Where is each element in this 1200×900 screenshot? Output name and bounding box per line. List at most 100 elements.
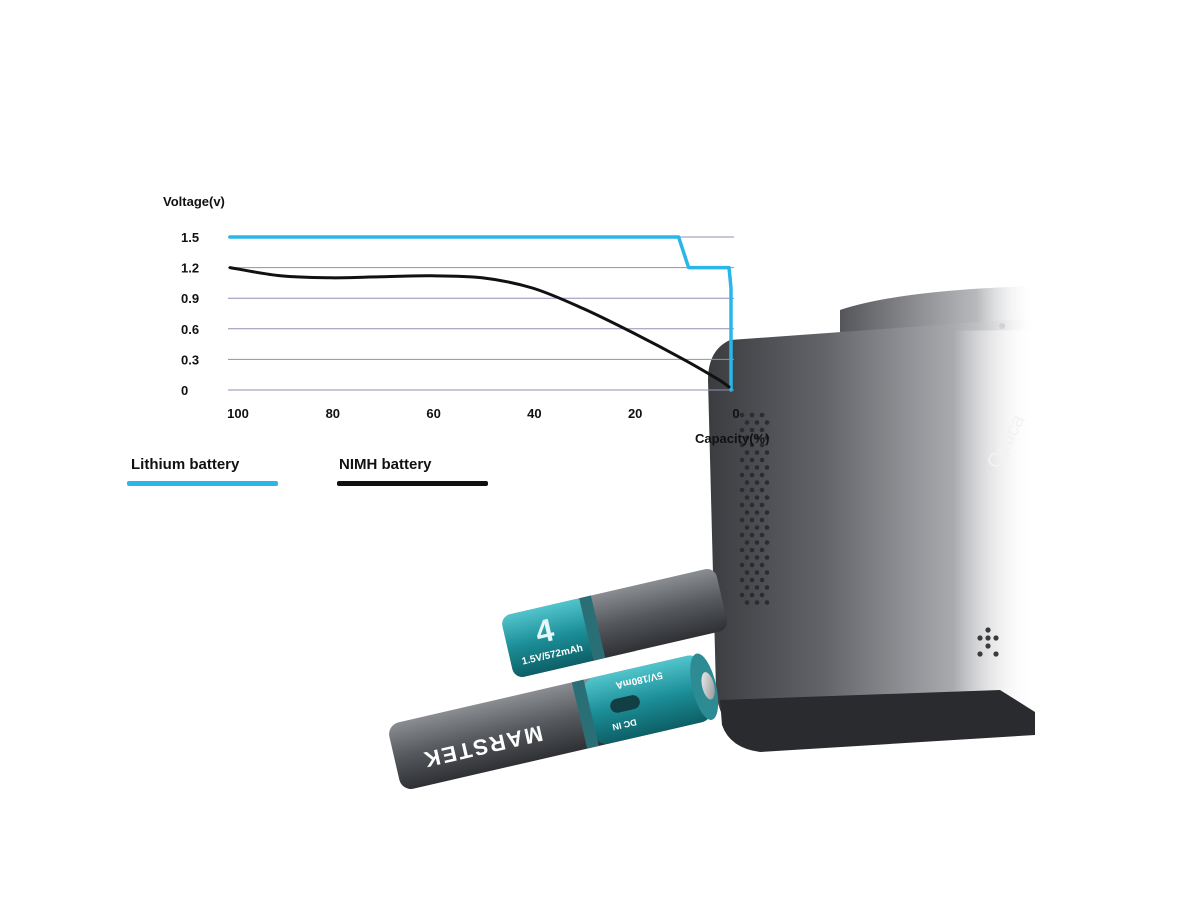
speaker-hole xyxy=(744,570,750,575)
speaker-hole xyxy=(754,480,760,485)
legend-nimh-swatch xyxy=(337,481,488,486)
x-tick-label: 60 xyxy=(426,406,440,421)
speaker-hole xyxy=(744,540,750,545)
legend-nimh-label: NIMH battery xyxy=(339,456,432,473)
speaker-hole xyxy=(744,600,750,605)
speaker-hole xyxy=(754,450,760,455)
x-tick-label: 40 xyxy=(527,406,541,421)
speaker-hole xyxy=(764,600,770,605)
speaker-hole xyxy=(744,450,750,455)
speaker-hole xyxy=(749,592,755,598)
y-tick-label: 0 xyxy=(181,383,188,398)
speaker-hole xyxy=(764,585,770,590)
speaker-hole xyxy=(739,517,745,523)
speaker-hole xyxy=(759,547,765,553)
speaker-hole xyxy=(739,592,745,598)
speaker-hole xyxy=(754,570,760,575)
speaker-hole xyxy=(739,427,745,433)
speaker-hole xyxy=(764,555,770,560)
speaker-hole xyxy=(739,532,745,538)
chart-gridlines xyxy=(228,236,734,391)
speaker-hole xyxy=(759,427,765,433)
speaker-hole xyxy=(749,442,755,448)
speaker-hole xyxy=(764,495,770,500)
speaker-hole xyxy=(744,510,750,515)
speaker-hole xyxy=(739,502,745,508)
series-line-nimh xyxy=(228,266,731,389)
mic-hole xyxy=(985,635,991,641)
speaker-hole xyxy=(739,562,745,568)
speaker-hole xyxy=(744,435,750,440)
y-tick-label: 1.5 xyxy=(181,230,199,245)
series-line-lithium xyxy=(228,235,733,392)
speaker-hole xyxy=(754,555,760,560)
speaker-hole xyxy=(744,465,750,470)
y-tick-label: 0.6 xyxy=(181,322,199,337)
speaker-hole xyxy=(739,412,745,418)
speaker-hole xyxy=(759,442,765,448)
y-tick-label: 1.2 xyxy=(181,261,199,276)
mic-hole xyxy=(977,651,983,657)
speaker-hole xyxy=(749,427,755,433)
mic-hole xyxy=(985,643,991,649)
legend-lithium-swatch xyxy=(127,481,278,486)
speaker-hole xyxy=(744,480,750,485)
speaker-hole xyxy=(754,420,760,425)
speaker-hole xyxy=(749,487,755,493)
speaker-hole xyxy=(744,585,750,590)
speaker-hole xyxy=(739,547,745,553)
speaker-hole xyxy=(754,435,760,440)
legend-lithium-label: Lithium battery xyxy=(131,456,240,473)
speaker-hole xyxy=(764,525,770,530)
speaker-hole xyxy=(754,585,760,590)
mic-hole xyxy=(993,635,999,641)
speaker-hole xyxy=(749,472,755,478)
speaker-hole xyxy=(739,487,745,493)
x-axis-label: Capacity(%) xyxy=(695,431,769,446)
speaker-hole xyxy=(754,510,760,515)
speaker-hole xyxy=(749,562,755,568)
speaker-hole xyxy=(764,510,770,515)
mic-hole xyxy=(993,651,999,657)
speaker-hole xyxy=(764,420,770,425)
y-tick-label: 0.9 xyxy=(181,291,199,306)
speaker-hole xyxy=(759,562,765,568)
speaker-hole xyxy=(739,577,745,583)
speaker-hole xyxy=(764,435,770,440)
speaker-hole xyxy=(744,420,750,425)
speaker-hole xyxy=(764,540,770,545)
speaker-hole xyxy=(759,502,765,508)
speaker-hole xyxy=(754,525,760,530)
x-tick-label: 80 xyxy=(326,406,340,421)
speaker-hole xyxy=(759,457,765,463)
y-axis-label: Voltage(v) xyxy=(163,194,225,209)
x-tick-label: 100 xyxy=(227,406,249,421)
speaker-hole xyxy=(749,517,755,523)
speaker-hole xyxy=(759,472,765,478)
speaker-hole xyxy=(759,517,765,523)
speaker-hole xyxy=(754,495,760,500)
legend-lithium: Lithium battery xyxy=(131,456,239,473)
speaker-hole xyxy=(739,457,745,463)
speaker-hole xyxy=(764,450,770,455)
speaker-hole xyxy=(754,465,760,470)
speaker-hole xyxy=(764,465,770,470)
speaker-hole xyxy=(764,570,770,575)
mic-hole xyxy=(977,635,983,641)
y-axis-ticks: 1.51.20.90.60.30 xyxy=(181,230,199,398)
speaker-hole xyxy=(749,577,755,583)
speaker-hole xyxy=(749,502,755,508)
speaker-hole xyxy=(739,442,745,448)
legend-nimh: NIMH battery xyxy=(339,456,432,473)
speaker-hole xyxy=(744,555,750,560)
speaker-hole xyxy=(754,540,760,545)
x-tick-label: 0 xyxy=(732,406,739,421)
speaker-hole xyxy=(749,532,755,538)
speaker-hole xyxy=(754,600,760,605)
speaker-hole xyxy=(759,577,765,583)
x-tick-label: 20 xyxy=(628,406,642,421)
speaker-hole xyxy=(764,480,770,485)
mic-hole xyxy=(985,627,991,633)
